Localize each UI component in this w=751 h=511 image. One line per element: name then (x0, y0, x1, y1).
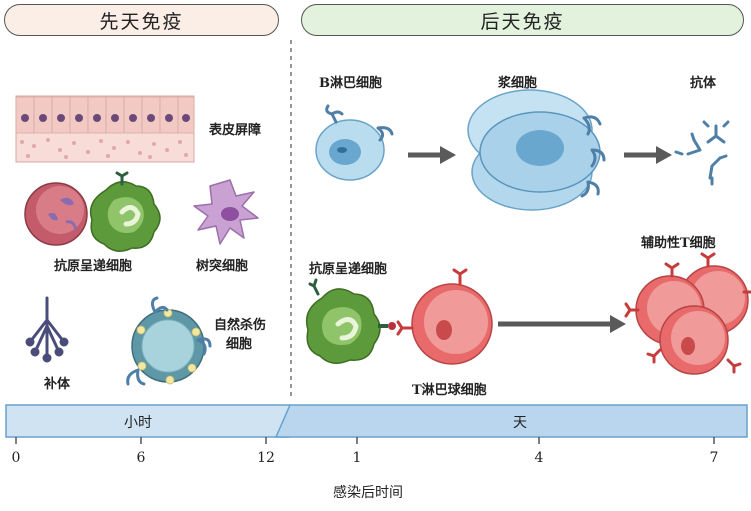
adaptive-timebar (274, 404, 748, 438)
nk-cell (126, 296, 212, 386)
x-axis-label: 感染后时间 (333, 485, 403, 501)
adaptive-timebar-label: 天 (513, 415, 527, 431)
adaptive-immunity-header: 后天免疫 (301, 4, 744, 36)
label-dendritic-cell: 树突细胞 (196, 259, 249, 274)
tick-label: 1 (352, 450, 362, 466)
b-cell (315, 104, 394, 181)
tick-label: 4 (534, 450, 544, 466)
epidermal-barrier-graphic (15, 95, 195, 163)
dendritic-cell (193, 179, 259, 245)
label-t-cell: T淋巴球细胞 (412, 383, 487, 398)
label-nk-line1: 自然杀伤 (214, 318, 267, 333)
label-complement: 补体 (44, 377, 71, 392)
tick-label: 7 (709, 450, 719, 466)
label-adaptive-apc: 抗原呈递细胞 (309, 262, 388, 277)
label-helper-t-cell: 辅助性T细胞 (641, 236, 716, 251)
innate-immunity-header: 先天免疫 (4, 4, 279, 36)
tick-label: 12 (257, 450, 275, 466)
helper-t-cells (624, 252, 751, 375)
innate-apc-red-cell (24, 182, 88, 246)
plasma-cells (467, 89, 606, 211)
adaptive-title: 后天免疫 (480, 10, 565, 33)
innate-title: 先天免疫 (99, 10, 184, 33)
arrow-plasma-to-antibody (656, 146, 672, 164)
tick-label: 0 (11, 450, 21, 466)
label-nk-line2: 细胞 (226, 337, 253, 352)
arrow-b-to-plasma (440, 146, 456, 164)
innate-timebar-label: 小时 (124, 415, 152, 431)
adaptive-apc-green-cell (305, 278, 396, 364)
label-antibody: 抗体 (690, 76, 717, 91)
tick-label: 6 (136, 450, 146, 466)
label-plasma-cell: 浆细胞 (498, 76, 538, 91)
innate-apc-green-cell (89, 171, 161, 252)
complement-graphic (25, 296, 69, 363)
label-epidermal-barrier: 表皮屏障 (209, 123, 262, 138)
arrow-t-to-helper (610, 315, 626, 333)
antibodies (674, 120, 730, 186)
label-innate-apc: 抗原呈递细胞 (54, 259, 133, 274)
t-cell (396, 268, 493, 365)
label-b-cell: B淋巴细胞 (319, 76, 382, 91)
